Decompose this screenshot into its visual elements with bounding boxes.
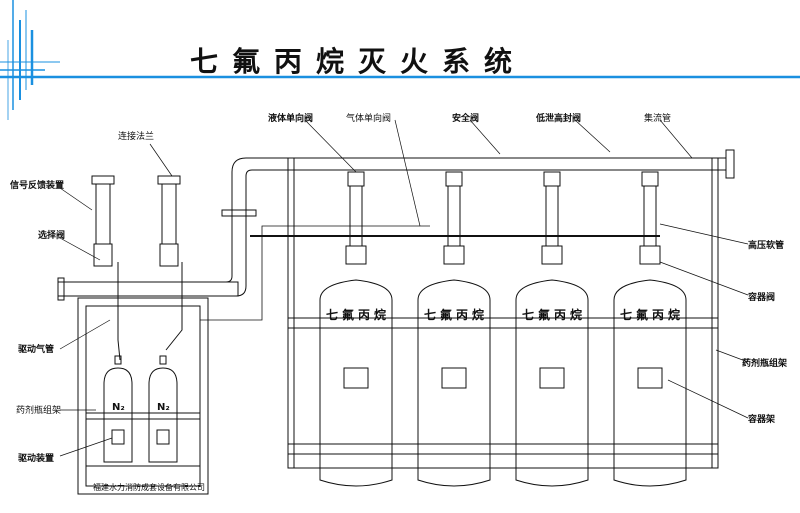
leader-lines — [59, 119, 749, 457]
label-safety-valve: 安全阀 — [452, 114, 480, 124]
selector-valve-assembly — [57, 175, 239, 361]
label-drive-gas-pipe: 驱动气管 — [18, 345, 55, 355]
agent-cylinder-2 — [417, 171, 491, 487]
agent-cylinder-4 — [613, 171, 687, 487]
n2-cylinder-2 — [148, 355, 178, 463]
label-gas-check-valve: 气体单向阀 — [346, 114, 392, 124]
n2-label-1: N₂ — [112, 402, 125, 413]
label-manifold: 集流管 — [644, 114, 672, 124]
label-agent-cylinder-rack: 药剂瓶组架 — [742, 359, 788, 369]
label-container-frame: 容器架 — [748, 415, 776, 425]
main-pipe — [210, 149, 735, 297]
label-container-valve: 容器阀 — [748, 293, 776, 303]
tank-label-4: 七氟丙烷 — [620, 308, 685, 322]
drive-cabinet — [77, 297, 209, 495]
gas-link-line — [200, 225, 430, 321]
company-name: 福建水力消防成套设备有限公司 — [93, 483, 205, 492]
tank-label-1: 七氟丙烷 — [326, 308, 391, 322]
tank-label-2: 七氟丙烷 — [424, 308, 489, 322]
label-drive-device: 驱动装置 — [18, 454, 55, 464]
page-title: 七氟丙烷灭火系统 — [190, 45, 527, 78]
label-selector-valve: 选择阀 — [38, 231, 66, 241]
label-agent-rack: 药剂瓶组架 — [16, 406, 62, 416]
agent-cylinder-1 — [319, 171, 393, 487]
n2-label-2: N₂ — [157, 402, 170, 413]
agent-cylinder-3 — [515, 171, 589, 487]
label-liquid-check-valve: 液体单向阀 — [268, 114, 314, 124]
label-signal-feedback: 信号反馈装置 — [10, 181, 65, 191]
label-low-pressure-leak: 低泄高封阀 — [536, 114, 582, 124]
label-connecting-flange: 连接法兰 — [118, 132, 155, 142]
n2-cylinder-1 — [103, 355, 133, 463]
corner-decoration — [0, 0, 800, 120]
label-high-pressure-hose: 高压软管 — [748, 241, 785, 251]
tank-label-3: 七氟丙烷 — [522, 308, 587, 322]
cylinder-rack — [287, 157, 719, 469]
